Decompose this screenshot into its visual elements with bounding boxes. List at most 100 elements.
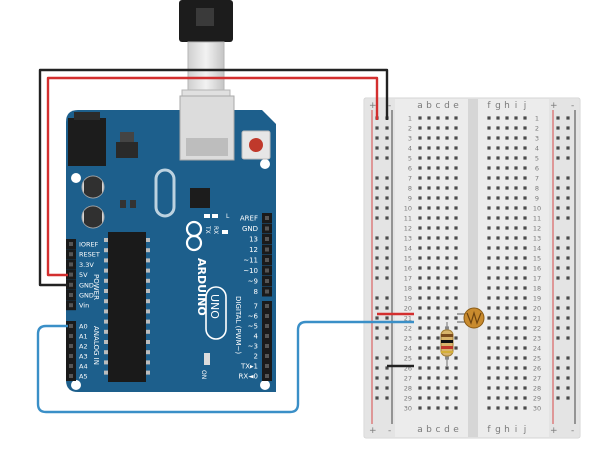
row-number: 5 — [408, 155, 412, 163]
row-number: 30 — [533, 405, 541, 413]
digital-header-pin[interactable]: TX▸1 — [240, 361, 272, 371]
row-number: 20 — [533, 305, 541, 313]
row-number: 9 — [408, 195, 412, 203]
digital-header-pin[interactable]: 7 — [254, 301, 272, 311]
power-header-pin[interactable]: GND — [66, 290, 94, 300]
power-header-pin[interactable]: IOREF — [66, 239, 99, 249]
rx-label: RX — [212, 226, 219, 234]
row-number: 8 — [535, 185, 539, 193]
on-led-label: ON — [200, 370, 207, 379]
pin-label: ~5 — [248, 323, 258, 331]
digital-header-pin[interactable]: ~5 — [248, 321, 272, 331]
column-label: f — [487, 101, 491, 111]
arduino-logo — [185, 220, 203, 252]
row-number: 14 — [533, 245, 541, 253]
row-number: 7 — [408, 175, 412, 183]
row-number: 8 — [408, 185, 412, 193]
row-number: 25 — [404, 355, 412, 363]
row-number: 18 — [533, 285, 541, 293]
rail-plus-label: + — [550, 101, 558, 111]
row-number: 15 — [404, 255, 412, 263]
column-label: i — [515, 101, 518, 111]
breadboard-center-channel — [468, 99, 478, 437]
digital-header-pin[interactable]: 4 — [254, 331, 272, 341]
digital-header-pin[interactable]: RX◄0 — [239, 371, 273, 381]
analog-header-pin[interactable]: A5 — [66, 371, 88, 381]
rail-plus-label: + — [369, 426, 377, 436]
tx-label: TX — [204, 225, 211, 234]
row-number: 19 — [533, 295, 541, 303]
rail-plus-label: + — [550, 426, 558, 436]
row-number: 5 — [535, 155, 539, 163]
row-number: 12 — [404, 225, 412, 233]
row-number: 1 — [408, 115, 412, 123]
crystal-oscillator — [154, 168, 176, 218]
row-number: 23 — [533, 335, 541, 343]
pin-label: Vin — [79, 302, 89, 310]
column-label: d — [444, 425, 450, 435]
analog-header-pin[interactable]: A3 — [66, 351, 88, 361]
pin-label: AREF — [240, 215, 258, 223]
analog-header-pin[interactable]: A1 — [66, 331, 88, 341]
capacitor — [81, 205, 105, 229]
row-number: 17 — [533, 275, 541, 283]
row-number: 24 — [533, 345, 541, 353]
row-number: 19 — [404, 295, 412, 303]
pin-label: A1 — [79, 333, 88, 341]
rail-minus-label: - — [388, 101, 391, 111]
analog-header-pin[interactable]: A2 — [66, 341, 88, 351]
ground-wire[interactable] — [38, 68, 389, 287]
capacitor — [81, 175, 105, 199]
power-header-pin[interactable]: RESET — [66, 249, 100, 260]
digital-header-pin[interactable]: 13 — [249, 234, 272, 244]
row-number: 3 — [535, 135, 539, 143]
row-number: 30 — [404, 405, 412, 413]
wires — [36, 68, 414, 414]
digital-header-pin[interactable]: ~11 — [243, 255, 272, 265]
analog-header-pin[interactable]: A0 — [66, 321, 88, 331]
column-label: f — [487, 425, 491, 435]
column-label: e — [453, 425, 459, 435]
row-number: 1 — [535, 115, 539, 123]
rail-minus-label: - — [388, 426, 391, 436]
row-number: 3 — [408, 135, 412, 143]
mounting-hole — [260, 380, 270, 390]
resistor[interactable] — [440, 322, 454, 366]
uno-badge: UNO — [205, 286, 227, 340]
row-number: 26 — [533, 365, 541, 373]
power-header-pin[interactable]: Vin — [66, 300, 89, 311]
digital-header-pin[interactable]: ~10 — [243, 265, 272, 276]
row-number: 26 — [404, 365, 412, 373]
digital-header-pin[interactable]: ~9 — [248, 276, 272, 286]
pin-label: TX▸1 — [240, 363, 258, 371]
column-label: g — [495, 101, 501, 111]
power-header-pin[interactable]: 3.3V — [66, 259, 94, 270]
digital-header-pin[interactable]: 2 — [254, 351, 272, 361]
row-number: 25 — [533, 355, 541, 363]
digital-header-pin[interactable]: GND — [242, 223, 272, 234]
digital-header-pin[interactable]: ~3 — [248, 341, 272, 351]
analog-header-pin[interactable]: A4 — [66, 361, 88, 371]
pin-label: A0 — [79, 323, 88, 331]
pin-label: GND — [79, 292, 94, 300]
digital-header-pin[interactable]: 8 — [254, 286, 272, 297]
rail-plus-label: + — [369, 101, 377, 111]
digital-header-pin[interactable]: 12 — [249, 244, 272, 255]
row-number: 2 — [535, 125, 539, 133]
power-header-pin[interactable]: GND — [66, 279, 94, 290]
digital-header-pin[interactable]: ~6 — [248, 311, 272, 321]
power-5v-wire[interactable] — [46, 76, 379, 277]
power-header-pin[interactable]: 5V — [66, 269, 88, 280]
rail-minus-label: - — [571, 426, 574, 436]
pin-label: ~6 — [248, 313, 259, 321]
row-number: 17 — [404, 275, 412, 283]
digital-header-pin[interactable]: AREF — [240, 213, 272, 223]
pin-label: A2 — [79, 343, 88, 351]
photoresistor[interactable] — [457, 307, 485, 329]
analog-a0-signal-wire[interactable] — [36, 320, 414, 414]
row-number: 22 — [533, 325, 541, 333]
column-label: g — [495, 425, 501, 435]
pin-label: 8 — [254, 288, 258, 296]
row-number: 4 — [535, 145, 539, 153]
